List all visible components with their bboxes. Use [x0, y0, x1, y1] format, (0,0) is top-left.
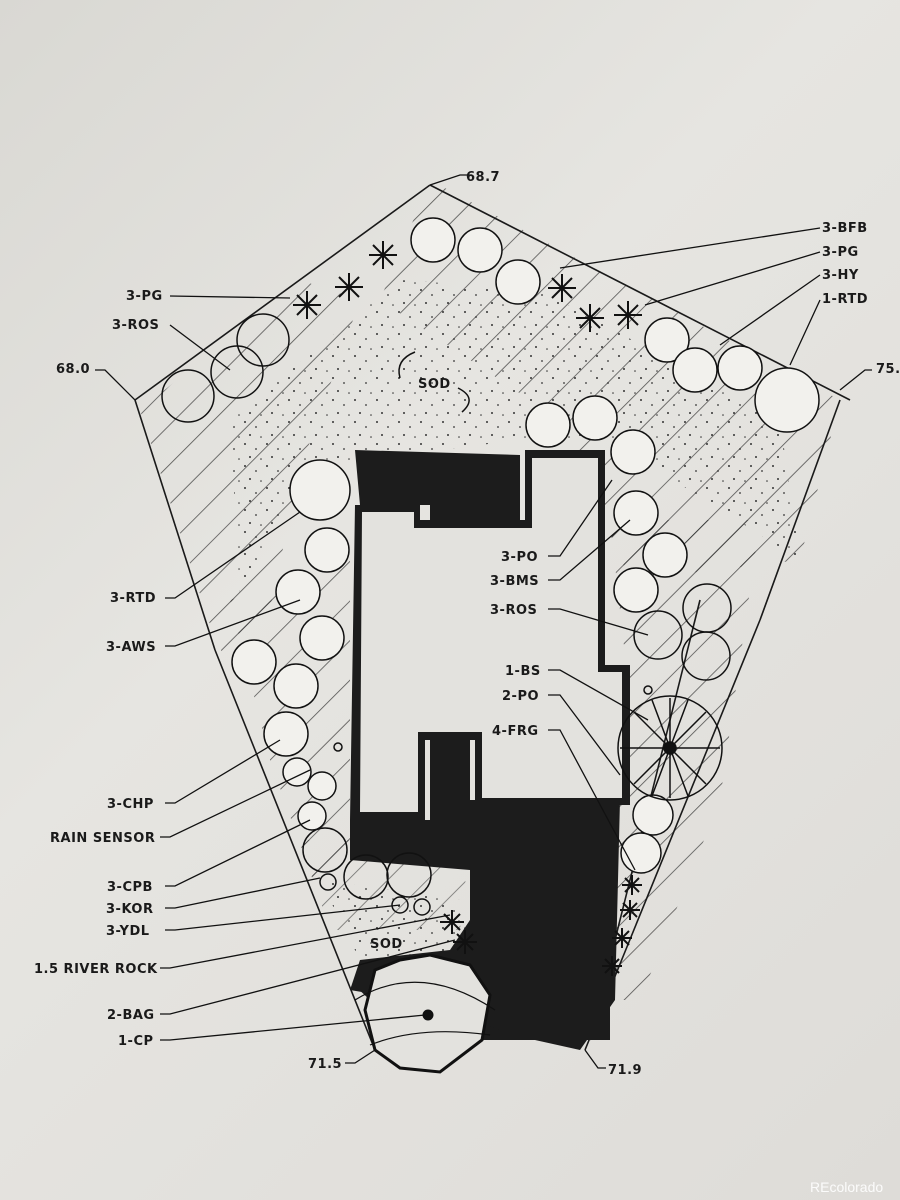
watermark: REcolorado — [810, 1179, 883, 1195]
svg-text:3-CPB: 3-CPB — [107, 880, 153, 895]
elevation-left: 68.0 — [56, 362, 90, 377]
svg-text:3-YDL: 3-YDL — [106, 924, 150, 939]
sod-main: SOD — [398, 351, 470, 413]
labels-left-top: 3-PG 3-ROS — [112, 289, 163, 333]
svg-text:1-RTD: 1-RTD — [822, 292, 868, 307]
shrub-group-left — [231, 459, 351, 831]
elevation-labels: 68.7 68.0 75. 71.5 71.9 — [56, 170, 900, 1078]
house-footprint — [350, 450, 630, 820]
svg-text:3-PG: 3-PG — [822, 245, 859, 260]
svg-text:1-CP: 1-CP — [118, 1034, 154, 1049]
elevation-right: 75. — [876, 362, 900, 377]
svg-text:3-AWS: 3-AWS — [106, 640, 156, 655]
svg-text:RAIN SENSOR: RAIN SENSOR — [50, 831, 155, 846]
shrub-group-right — [525, 395, 688, 874]
svg-text:1.5 RIVER ROCK: 1.5 RIVER ROCK — [34, 962, 158, 977]
svg-text:2-PO: 2-PO — [502, 689, 539, 704]
front-court — [354, 953, 496, 1074]
svg-text:SOD: SOD — [418, 377, 451, 392]
elevation-top: 68.7 — [466, 170, 500, 185]
tree-large — [333, 685, 723, 801]
labels-inner: 3-PO 3-BMS 3-ROS 1-BS 2-PO 4-FRG — [490, 550, 541, 739]
svg-text:4-FRG: 4-FRG — [492, 724, 539, 739]
elevation-bottom-left: 71.5 — [308, 1057, 342, 1072]
shrubs — [231, 217, 820, 874]
svg-text:1-BS: 1-BS — [505, 664, 541, 679]
svg-text:3-PO: 3-PO — [501, 550, 538, 565]
svg-text:3-KOR: 3-KOR — [106, 902, 154, 917]
svg-text:3-HY: 3-HY — [822, 268, 859, 283]
svg-text:2-BAG: 2-BAG — [107, 1008, 155, 1023]
labels-left: 3-RTD 3-AWS 3-CHP RAIN SENSOR 3-CPB 3-KO… — [34, 591, 158, 1049]
driveway — [350, 450, 620, 1050]
svg-text:3-BFB: 3-BFB — [822, 221, 868, 236]
svg-text:3-PG: 3-PG — [126, 289, 163, 304]
elevation-bottom-right: 71.9 — [608, 1063, 642, 1078]
shrub-group-top — [410, 217, 820, 433]
sod-front-label: SOD — [370, 937, 403, 952]
leader-lines — [95, 174, 872, 1069]
svg-text:3-ROS: 3-ROS — [112, 318, 159, 333]
star-plants — [293, 241, 642, 976]
labels-right: 3-BFB 3-PG 3-HY 1-RTD — [822, 221, 868, 307]
svg-text:3-RTD: 3-RTD — [110, 591, 156, 606]
svg-text:3-BMS: 3-BMS — [490, 574, 539, 589]
svg-text:3-CHP: 3-CHP — [107, 797, 154, 812]
circle-plants — [161, 313, 732, 916]
svg-text:3-ROS: 3-ROS — [490, 603, 537, 618]
